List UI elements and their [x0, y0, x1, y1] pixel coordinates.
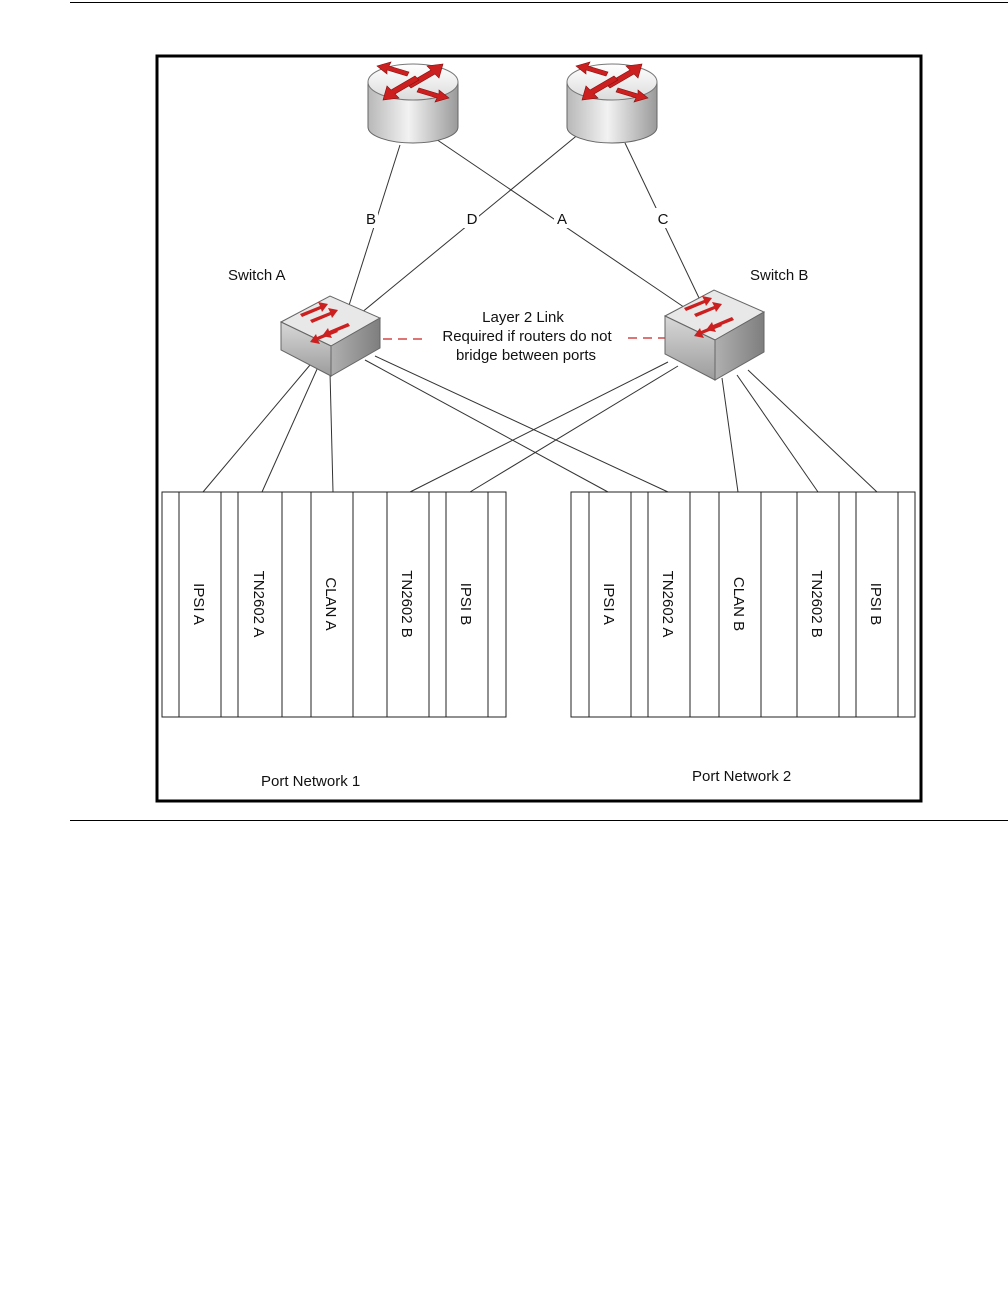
link-label-a: A — [557, 211, 567, 228]
uplink — [261, 366, 319, 493]
router-icon — [566, 61, 658, 144]
pn2-slot-tn2602-a: TN2602 A — [659, 571, 676, 638]
pn2-slot-ipsi-b: IPSI B — [867, 583, 884, 626]
top-rule — [70, 2, 1008, 3]
uplink — [736, 374, 819, 493]
uplink — [364, 359, 609, 493]
uplink — [721, 377, 739, 493]
connection-lines — [202, 132, 878, 493]
switch-a-label: Switch A — [228, 267, 286, 284]
link-label-d: D — [467, 211, 478, 228]
pn1-slot-tn2602-a: TN2602 A — [250, 571, 267, 638]
port-network-1 — [161, 491, 507, 718]
uplink — [374, 355, 669, 493]
pn2-slot-tn2602-b: TN2602 B — [808, 570, 825, 638]
bottom-rule — [70, 820, 1008, 821]
link-label-b: B — [366, 211, 376, 228]
port-network-1-label: Port Network 1 — [261, 773, 360, 790]
port-network-2-label: Port Network 2 — [692, 768, 791, 785]
link-label-c: C — [658, 211, 669, 228]
pn1-slot-ipsi-b: IPSI B — [457, 583, 474, 626]
uplink — [409, 361, 669, 493]
router-icon — [367, 61, 459, 144]
uplink — [469, 365, 679, 493]
layer2-title: Layer 2 Link — [482, 309, 564, 326]
switch-icon — [279, 295, 382, 377]
uplink — [202, 364, 311, 493]
uplink — [329, 371, 334, 493]
layer2-note-line1: Required if routers do not — [442, 328, 612, 345]
pn1-slot-tn2602-b: TN2602 B — [398, 570, 415, 638]
pn1-slot-clan-a: CLAN A — [322, 577, 339, 630]
layer2-note-line2: bridge between ports — [456, 347, 596, 364]
link-b — [344, 144, 401, 319]
pn2-slot-ipsi-a: IPSI A — [600, 583, 617, 625]
uplink — [747, 369, 878, 493]
pn2-slot-clan-b: CLAN B — [730, 577, 747, 631]
switch-b-label: Switch B — [750, 267, 808, 284]
switch-icon — [663, 289, 766, 381]
port-network-2 — [570, 491, 916, 718]
pn1-slot-ipsi-a: IPSI A — [190, 583, 207, 625]
layer2-link — [383, 337, 668, 340]
